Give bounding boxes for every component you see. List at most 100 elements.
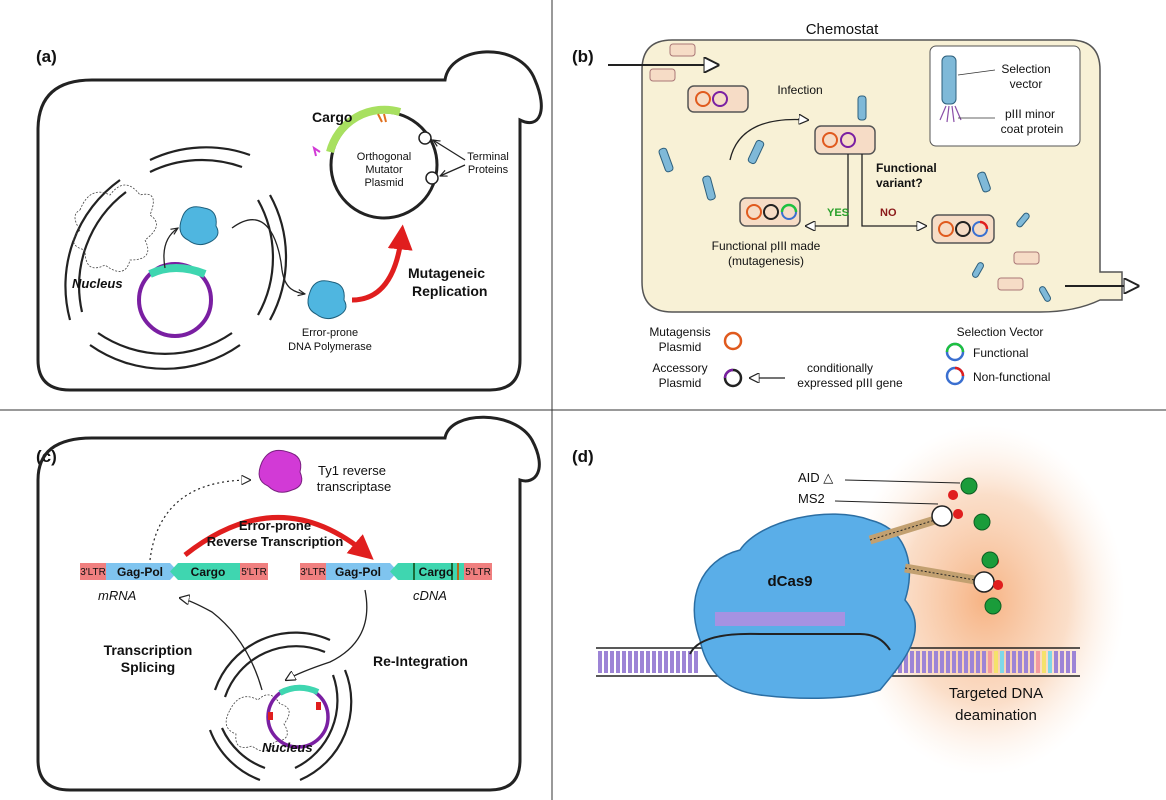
basepair <box>676 651 680 673</box>
reintegration-label: Re-Integration <box>373 653 468 669</box>
inset-vector-1: Selection <box>1001 62 1050 76</box>
basepair <box>1024 651 1028 673</box>
basepair <box>682 651 686 673</box>
basepair <box>604 651 608 673</box>
basepair <box>970 651 974 673</box>
error-label-1: Error-prone <box>239 518 311 533</box>
basepair <box>916 651 920 673</box>
nucleus-c-label: Nucleus <box>262 740 313 755</box>
basepair <box>994 651 998 673</box>
basepair <box>616 651 620 673</box>
basepair <box>1030 651 1034 673</box>
mutagenic-arrow <box>351 224 413 303</box>
basepair <box>1072 651 1076 673</box>
panel-c-label: (c) <box>36 447 57 466</box>
mrna-gagpol: Gag-Pol <box>117 565 163 579</box>
yes-arrow <box>806 154 849 226</box>
arrow-gene-to-polymerase <box>163 228 178 269</box>
basepair <box>1048 651 1052 673</box>
polymerase-label-1: Error-prone <box>302 327 358 339</box>
inset-coat-2: coat protein <box>1001 122 1064 136</box>
chromatin-a <box>73 184 157 272</box>
panel-d-label: (d) <box>572 447 594 466</box>
chromatin-c <box>225 694 290 752</box>
no-label: NO <box>880 207 897 219</box>
question-label-1: Functional <box>876 161 937 175</box>
mrna-label: mRNA <box>98 588 136 603</box>
reverse-transcriptase-icon <box>258 449 303 493</box>
cdna-ltr5: 5'LTR <box>465 567 491 578</box>
basepair <box>634 651 638 673</box>
legend-conditional-2: expressed pIII gene <box>797 376 903 390</box>
mrna-cargo: Cargo <box>191 565 226 579</box>
rt-arrow <box>183 515 374 560</box>
chemostat-title: Chemostat <box>806 21 879 38</box>
panel-c: (c) Ty1 reverse transcriptase Error-pron… <box>36 415 541 792</box>
basepair <box>670 651 674 673</box>
cdna-cargo: Cargo <box>419 565 454 579</box>
inset-phage-icon <box>941 55 957 105</box>
transcription-arrow <box>180 598 263 691</box>
basepair <box>628 651 632 673</box>
reintegration-arrow <box>286 589 368 680</box>
basepair <box>904 651 908 673</box>
basepair <box>910 651 914 673</box>
inset-vector-2: vector <box>1010 77 1043 91</box>
legend-nonfunctional: Non-functional <box>973 370 1050 384</box>
mrna-construct: 3'LTR Gag-Pol Cargo 5'LTR <box>80 563 268 580</box>
legend-conditional-1: conditionally <box>807 361 873 375</box>
cargo-segment <box>326 105 402 154</box>
yeast-cell-a <box>36 50 543 392</box>
basepair <box>646 651 650 673</box>
basepair <box>946 651 950 673</box>
basepair <box>1012 651 1016 673</box>
mrna-ltr5: 5'LTR <box>241 567 267 578</box>
infection-label: Infection <box>777 83 822 97</box>
legend-b: Mutagensis Plasmid Accessory Plasmid con… <box>649 325 1050 390</box>
basepair <box>1060 651 1064 673</box>
polymerase-cytoplasm-icon <box>307 280 347 320</box>
legend-functional: Functional <box>973 346 1028 360</box>
basepair <box>1018 651 1022 673</box>
cdna-gagpol: Gag-Pol <box>335 565 381 579</box>
cargo-label: Cargo <box>312 109 352 125</box>
basepair <box>694 651 698 673</box>
plasmid-label-3: Plasmid <box>364 177 403 189</box>
phage-icons <box>658 95 1051 302</box>
nuclear-plasmid-c <box>266 685 330 749</box>
aid-domain-4 <box>984 597 1002 615</box>
legend-accessory-1: Accessory <box>652 361 707 375</box>
legend-mutagenesis-1: Mutagensis <box>649 325 710 339</box>
plasmid-label-2: Mutator <box>365 164 403 176</box>
rt-label-2: transcriptase <box>317 479 391 494</box>
basepair <box>652 651 656 673</box>
yeast-cell-c <box>36 415 541 792</box>
legend-accessory-2: Plasmid <box>659 376 702 390</box>
polymerase-label-2: DNA Polymerase <box>288 341 372 353</box>
basepair <box>940 651 944 673</box>
basepair <box>1000 651 1004 673</box>
legend-selection-title: Selection Vector <box>957 325 1044 339</box>
mutagenic-label-2: Replication <box>412 283 487 299</box>
aid-label: AID △ <box>798 470 833 485</box>
basepair <box>922 651 926 673</box>
panel-d: (d) dCas9 AID △ MS2 Targeted D <box>572 425 1125 775</box>
basepair <box>964 651 968 673</box>
panel-a: (a) Nucleus Error-prone DNA Polymerase <box>36 47 543 392</box>
basepair <box>1066 651 1070 673</box>
terminal-label-2: Proteins <box>468 164 509 176</box>
question-label-2: variant? <box>876 176 923 190</box>
dcas9-label: dCas9 <box>767 573 812 590</box>
ms2-label: MS2 <box>798 491 825 506</box>
basepair <box>640 651 644 673</box>
terminal-protein-1 <box>418 131 432 145</box>
cell-nonfunctional <box>931 214 995 244</box>
dcas9-protein <box>693 513 917 700</box>
yes-label: YES <box>827 207 849 219</box>
basepair <box>988 651 992 673</box>
targeted-label-2: deamination <box>955 707 1037 724</box>
infection-arrow <box>729 120 808 161</box>
plasmid-label-1: Orthogonal <box>357 151 411 163</box>
